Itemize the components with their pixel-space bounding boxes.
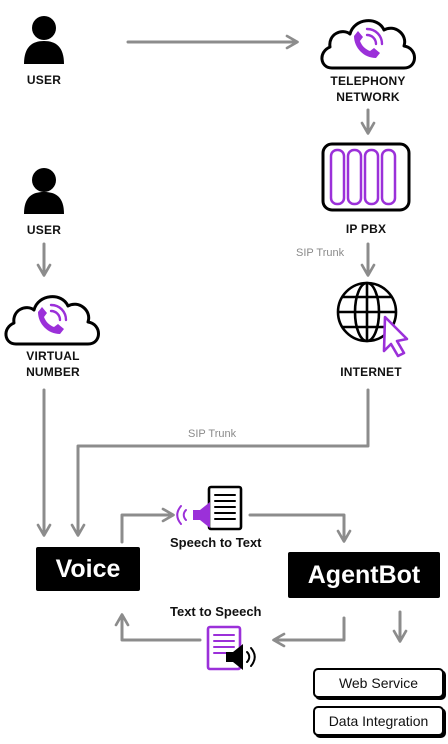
virtual-label-line1: VIRTUAL [26, 349, 80, 363]
user-icon [24, 168, 64, 214]
server-icon [321, 142, 411, 212]
text-to-speech-label: Text to Speech [170, 604, 262, 619]
cloud-phone-icon [320, 19, 416, 70]
document-speaker-icon [176, 485, 243, 531]
telephony-label-line1: TELEPHONY [330, 74, 406, 88]
globe-cursor-icon [336, 281, 409, 358]
virtual-number-label: VIRTUAL NUMBER [3, 348, 103, 380]
user-label: USER [26, 73, 62, 87]
internet-label: INTERNET [340, 365, 402, 379]
sip-trunk-label: SIP Trunk [296, 247, 345, 259]
virtual-label-line2: NUMBER [26, 365, 80, 379]
telephony-network-label: TELEPHONY NETWORK [318, 73, 418, 105]
arrow-internet-to-voice [70, 388, 370, 537]
sip-trunk-label: SIP Trunk [188, 428, 237, 440]
web-service-box: Web Service [313, 668, 444, 698]
ip-pbx-label: IP PBX [345, 222, 387, 236]
data-integration-box: Data Integration [313, 706, 444, 736]
speech-to-text-label: Speech to Text [170, 535, 262, 550]
user-icon [24, 16, 64, 64]
arrow-voice-to-stt [120, 507, 175, 544]
arrow-agentbot-to-tts [272, 616, 346, 648]
cloud-phone-icon [4, 295, 100, 346]
arrow-tts-to-voice [114, 613, 202, 642]
voice-box: Voice [36, 547, 140, 591]
arrow-stt-to-agentbot [248, 513, 352, 543]
document-speaker-icon [206, 625, 256, 671]
telephony-label-line2: NETWORK [336, 90, 400, 104]
agentbot-box: AgentBot [288, 552, 440, 598]
user-label: USER [26, 223, 62, 237]
